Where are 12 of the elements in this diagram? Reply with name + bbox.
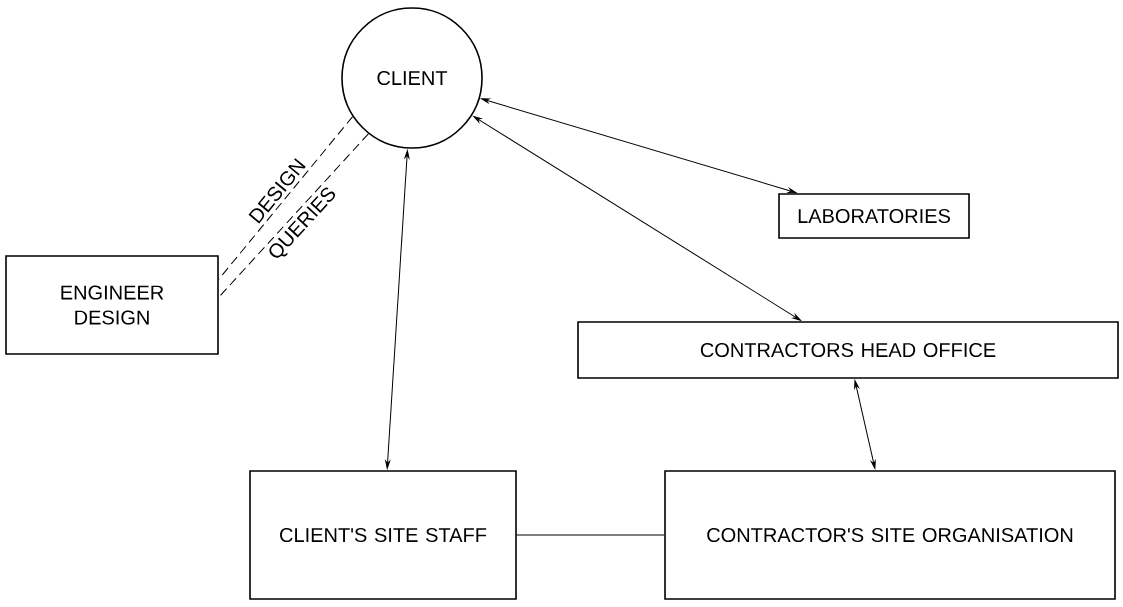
arrow xyxy=(481,98,797,194)
process-box: ENGINEER DESIGN xyxy=(5,255,219,355)
arrow xyxy=(854,380,876,469)
connector-line xyxy=(516,534,665,536)
process-box: CONTRACTORS HEAD OFFICE xyxy=(577,321,1119,379)
process-box: CONTRACTOR'S SITE ORGANISATION xyxy=(664,470,1116,600)
process-box: LABORATORIES xyxy=(778,193,970,239)
arrow xyxy=(385,150,410,469)
arrow xyxy=(473,115,801,321)
process-box: CLIENT'S SITE STAFF xyxy=(249,470,517,600)
dashed-line xyxy=(218,116,354,280)
dashed-line xyxy=(218,133,369,298)
